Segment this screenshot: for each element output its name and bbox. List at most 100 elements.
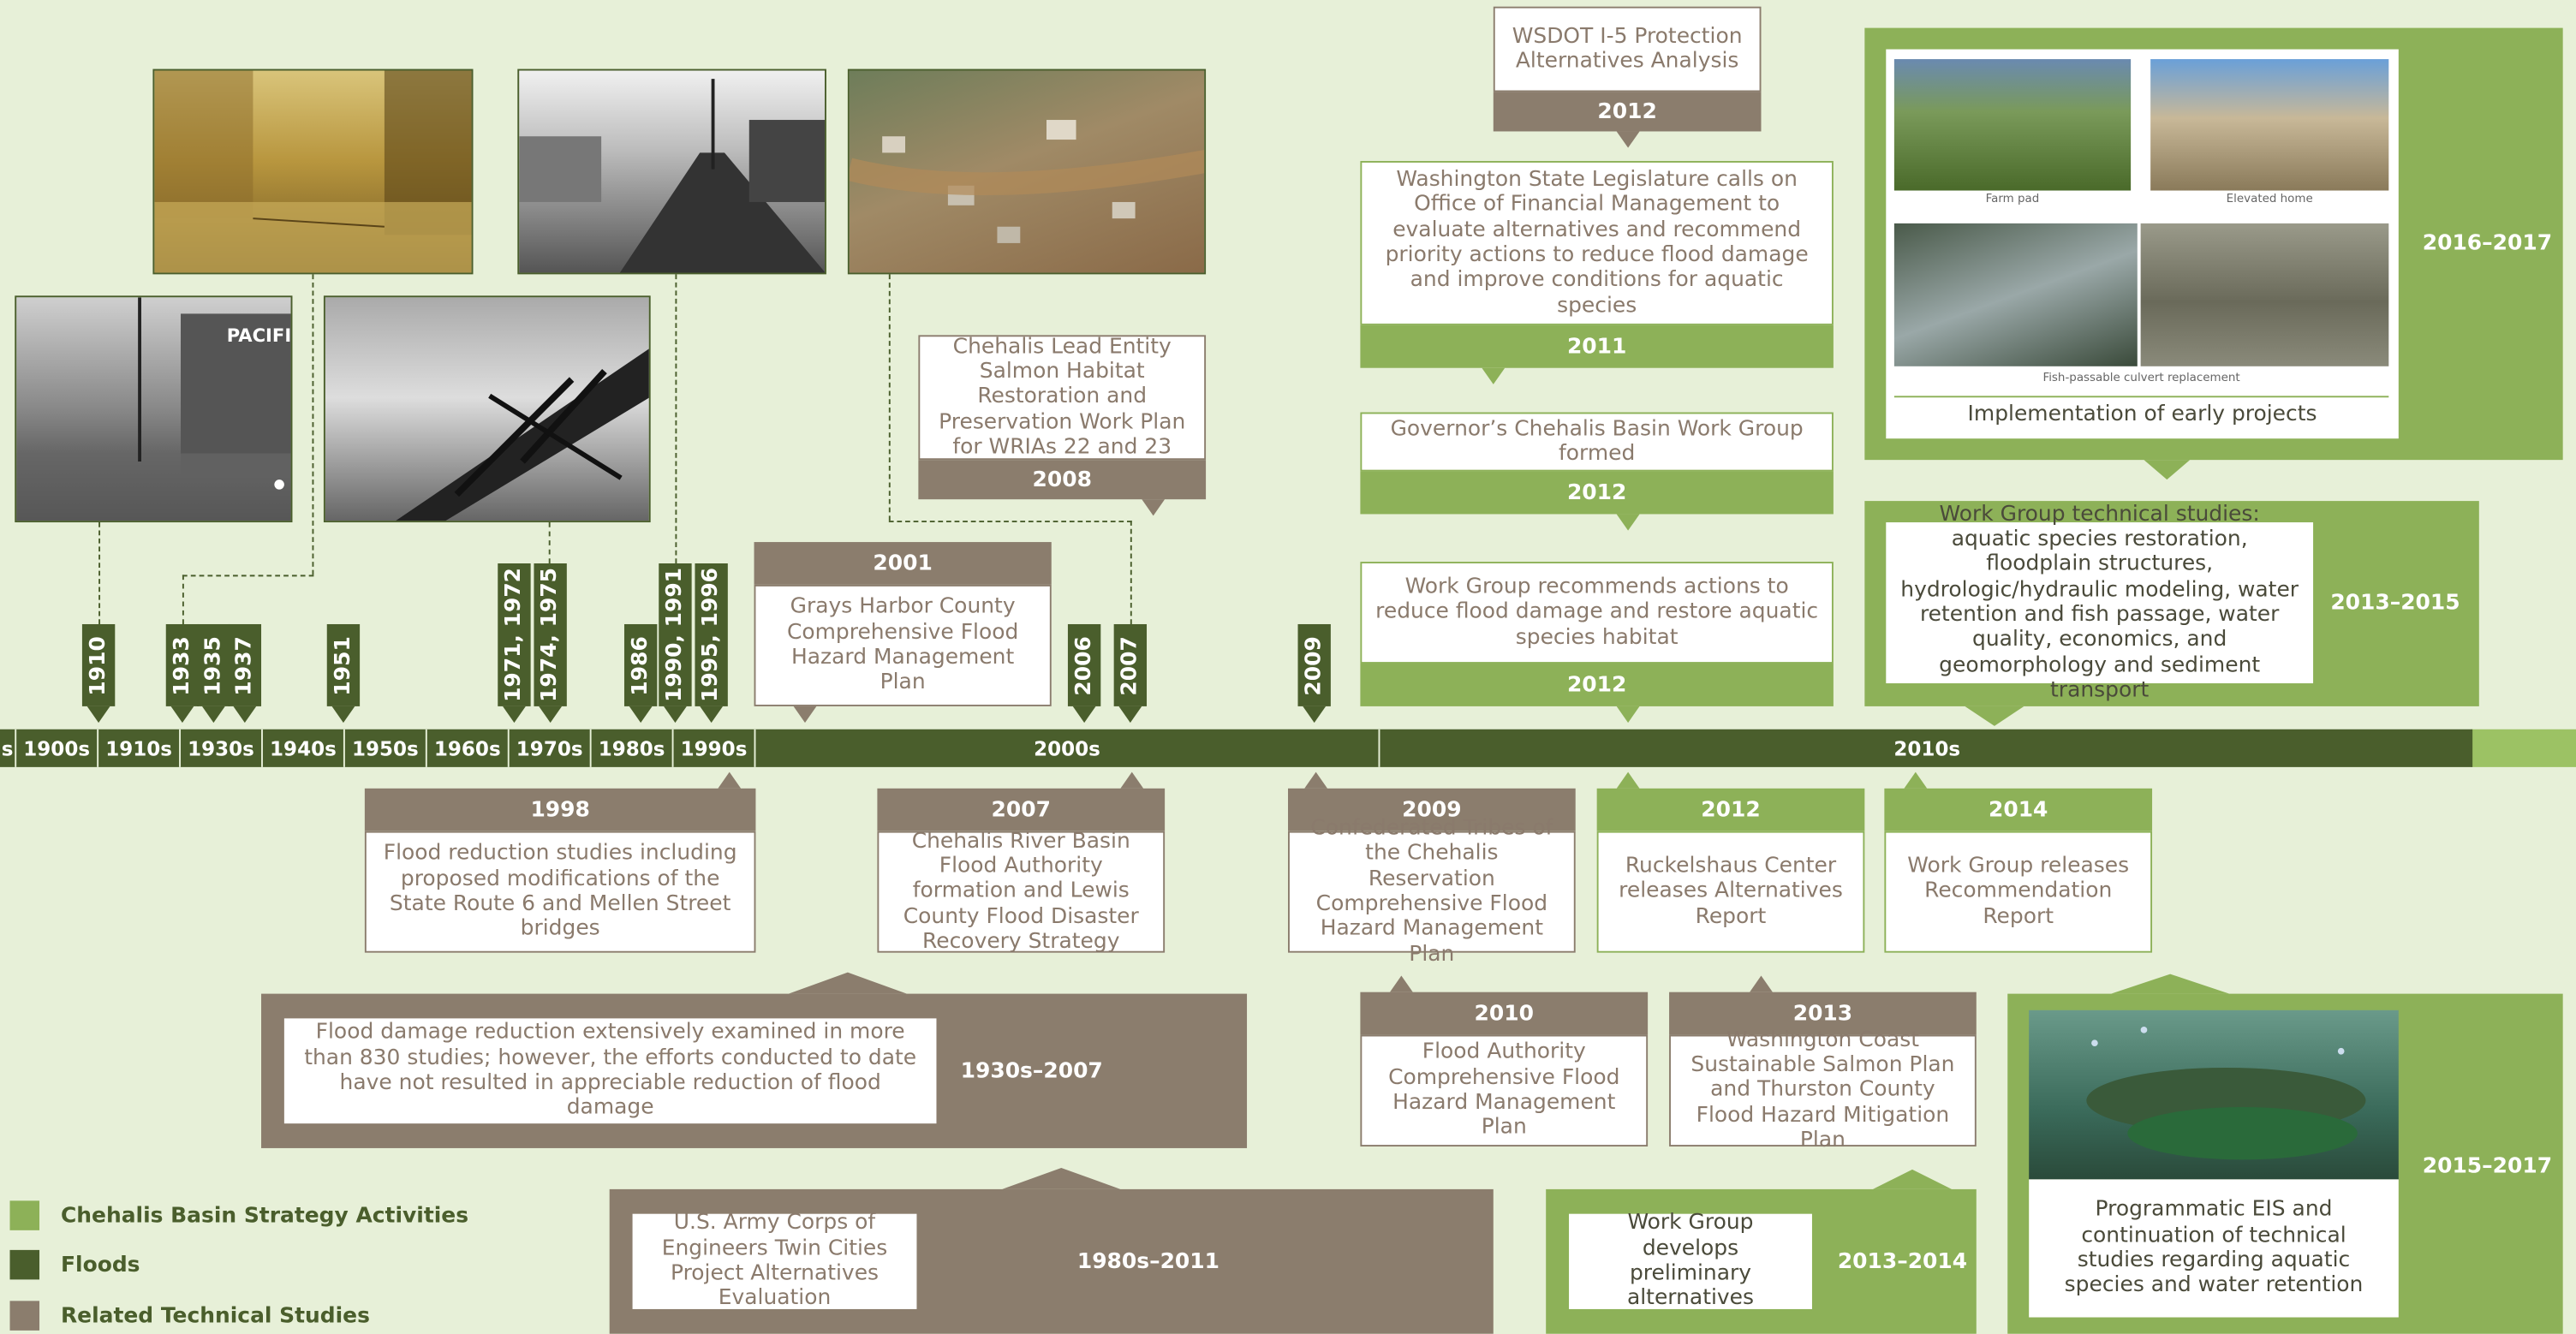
study-2001-text: Grays Harbor County Comprehensive Flood … — [754, 584, 1052, 706]
study-1998-pointer — [718, 771, 742, 789]
study-2001-year: 2001 — [754, 542, 1052, 585]
flood-flag-pointer — [700, 706, 724, 724]
flood-photo-pacific: PACIFIC — [15, 295, 293, 523]
elevated-home-photo — [2150, 59, 2389, 191]
culvert-photo-pipe — [2140, 223, 2389, 366]
legislature-text: Washington State Legislature calls on Of… — [1360, 160, 1834, 325]
farm-pad-label: Farm pad — [1985, 192, 2040, 205]
legend-swatch-activities — [9, 1200, 40, 1230]
decade-cell: 1970s — [510, 729, 592, 767]
decade-cell: 1940s — [263, 729, 345, 767]
decade-cell: 1960s — [427, 729, 510, 767]
flood-flag-pointer — [201, 706, 225, 724]
farm-pad-photo — [1893, 59, 2132, 191]
flood-photo-bridge — [323, 295, 651, 523]
flood-photo-bw-street — [517, 68, 826, 275]
flood-flag: 1933 — [165, 623, 200, 706]
flood-flag: 2009 — [1297, 623, 1331, 706]
decade-cell: 1990s — [674, 729, 756, 767]
ruckelshaus-pointer — [1616, 771, 1640, 789]
flood-flag: 1990, 1991 — [659, 563, 692, 706]
pacific-sign-text: PACIFIC — [227, 325, 293, 346]
salmon-photo — [2029, 1009, 2399, 1180]
damage-pointer — [788, 972, 907, 994]
flood-flag-pointer — [1303, 706, 1327, 724]
flooded-town-image: PACIFIC — [16, 297, 293, 521]
decade-cell: 1900s — [16, 729, 99, 767]
flood-flag: 1971, 1972 — [498, 563, 531, 706]
flood-flag: 1910 — [81, 623, 116, 706]
study-2007-year: 2007 — [877, 788, 1166, 831]
timeline-bar — [0, 729, 2473, 767]
flood-flag-pointer — [539, 706, 563, 724]
legislature-year: 2011 — [1360, 325, 1834, 368]
wsdot-pointer — [1616, 131, 1640, 148]
aerial-flood-image — [849, 120, 1205, 243]
culvert-photo-stream — [1893, 223, 2138, 366]
early-projects-period: 2016–2017 — [2422, 231, 2553, 257]
flood-street-image — [154, 70, 472, 273]
governor-pointer — [1616, 514, 1640, 531]
recommends-text: Work Group recommends actions to reduce … — [1360, 562, 1834, 664]
connector-1933-down — [182, 575, 184, 624]
flood-flag-pointer — [170, 706, 194, 724]
flood-flag: 1974, 1975 — [534, 563, 567, 706]
study-2009-year: 2009 — [1287, 788, 1576, 831]
wsdot-year: 2012 — [1493, 92, 1762, 132]
recommends-year: 2012 — [1360, 664, 1834, 706]
ruckelshaus-year: 2012 — [1596, 788, 1865, 831]
damage-text: Flood damage reduction extensively exami… — [283, 1018, 937, 1124]
studies-pointer — [1965, 706, 2024, 726]
legend-swatch-floods — [9, 1249, 40, 1280]
legend-label-studies: Related Technical Studies — [60, 1304, 370, 1329]
flood-flag-pointer — [86, 706, 110, 724]
governor-year: 2012 — [1360, 471, 1834, 515]
legend-label-activities: Chehalis Basin Strategy Activities — [60, 1204, 469, 1229]
early-projects-caption: Implementation of early projects — [1967, 402, 2317, 427]
flood-flag-pointer — [503, 706, 526, 724]
study-2013-year: 2013 — [1669, 992, 1977, 1035]
usace-pointer — [1002, 1167, 1121, 1189]
connector-1933-h — [182, 575, 314, 577]
study-2013-pointer — [1750, 975, 1773, 992]
connector-2007-b — [1130, 521, 1132, 624]
governor-text: Governor’s Chehalis Basin Work Group for… — [1360, 412, 1834, 472]
usace-period: 1980s–2011 — [1076, 1249, 1219, 1275]
recommendation-year: 2014 — [1884, 788, 2153, 831]
legend-swatch-studies — [9, 1301, 40, 1331]
flood-flag: 1986 — [623, 623, 658, 706]
timeline-decades: s 1900s 1910s 1930s 1940s 1950s 1960s 19… — [0, 729, 756, 767]
connector-2007-a — [888, 274, 891, 521]
flood-flag: 2007 — [1113, 623, 1148, 706]
flood-flag: 1935 — [197, 623, 230, 706]
era-2010s-label: 2010s — [1893, 736, 1961, 760]
study-1998-text: Flood reduction studies including propos… — [364, 831, 756, 953]
studies-period: 2013–2015 — [2330, 591, 2460, 616]
flood-flag: 1937 — [228, 623, 262, 706]
flood-flag: 2006 — [1067, 623, 1101, 706]
usace-text: U.S. Army Corps of Engineers Twin Cities… — [632, 1211, 917, 1311]
flood-flag-pointer — [1118, 706, 1142, 724]
recommendation-text: Work Group releases Recommendation Repor… — [1884, 831, 2153, 953]
ruckelshaus-text: Ruckelshaus Center releases Alternatives… — [1596, 831, 1865, 953]
flood-flag-pointer — [629, 706, 653, 724]
collapsed-bridge-image — [396, 348, 649, 521]
studies-text: Work Group technical studies: aquatic sp… — [1886, 502, 2314, 703]
culvert-label: Fish-passable culvert replacement — [2042, 371, 2240, 384]
wsdot-text: WSDOT I-5 Protection Alternatives Analys… — [1493, 6, 1762, 92]
legend-label-floods: Floods — [60, 1253, 140, 1278]
salmon-image — [2086, 1026, 2366, 1160]
study-2008-text: Chehalis Lead Entity Salmon Habitat Rest… — [918, 335, 1207, 461]
study-2010-year: 2010 — [1360, 992, 1649, 1035]
recommendation-pointer — [1904, 771, 1928, 789]
peis-pointer — [2111, 974, 2230, 994]
study-2013-text: Washington Coast Sustainable Salmon Plan… — [1669, 1027, 1977, 1153]
decade-cell: s — [0, 729, 17, 767]
connector-1933-v — [312, 274, 314, 575]
recommends-pointer — [1616, 706, 1640, 724]
prelim-period: 2013–2014 — [1837, 1249, 1968, 1275]
connector-1990 — [675, 274, 677, 563]
study-2009-pointer — [1304, 771, 1328, 789]
peis-period: 2015–2017 — [2422, 1154, 2553, 1180]
elevated-home-label: Elevated home — [2226, 192, 2313, 205]
